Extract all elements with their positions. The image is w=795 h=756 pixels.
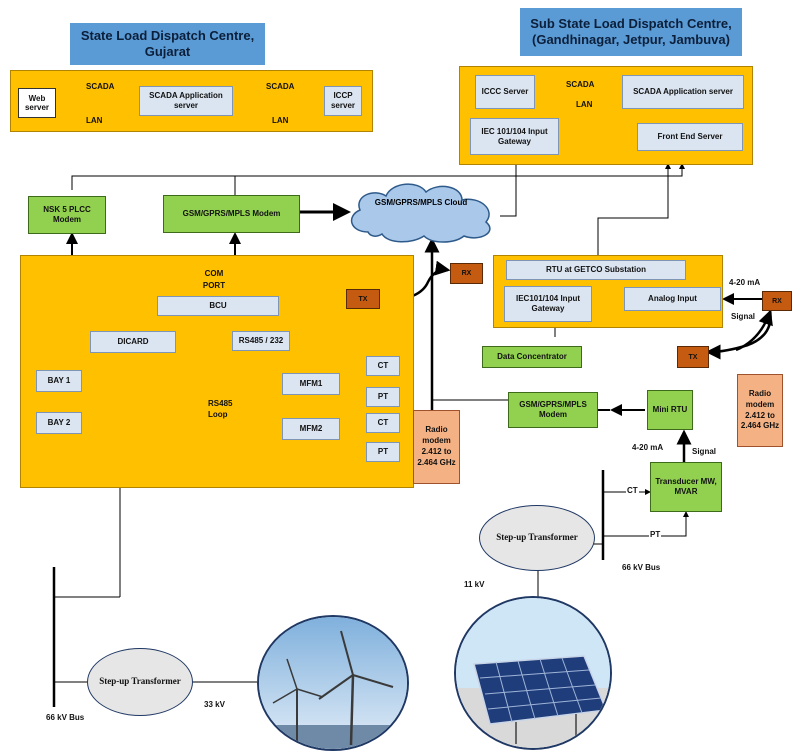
mfm1-box: MFM1 xyxy=(282,373,340,395)
bay2-box: BAY 2 xyxy=(36,412,82,434)
radio-modem-left-box: Radio modem 2.412 to 2.464 GHz xyxy=(413,410,460,484)
data-concentrator-box: Data Concentrator xyxy=(482,346,582,368)
sub-scada-label: SCADA xyxy=(566,80,595,89)
arrow-tx-to-rx-right xyxy=(735,309,773,352)
signal-label-top: Signal xyxy=(731,312,756,321)
cloud-label: GSM/GPRS/MPLS Cloud xyxy=(374,198,468,207)
wind-turbine-graphic xyxy=(259,617,407,749)
ct-box-1: CT xyxy=(366,356,400,376)
cloud-shape xyxy=(350,183,491,243)
gsm-modem-bottom-box: GSM/GPRS/MPLS Modem xyxy=(508,392,598,428)
bay1-box: BAY 1 xyxy=(36,370,82,392)
nsk-plcc-modem-box: NSK 5 PLCC Modem xyxy=(28,196,106,234)
line-rtu-to-fes xyxy=(597,163,671,255)
transducer-box: Transducer MW, MVAR xyxy=(650,462,722,512)
title-sub-sldc: Sub State Load Dispatch Centre, (Gandhin… xyxy=(520,8,742,56)
scada-application-server-box: SCADA Application server xyxy=(139,86,233,116)
sub-lan-label: LAN xyxy=(576,100,593,109)
mini-rtu-box: Mini RTU xyxy=(647,390,693,430)
pt-signal-label: PT xyxy=(649,530,662,539)
ma-label-bottom: 4-20 mA xyxy=(632,443,664,452)
arrow-pt-to-transducer xyxy=(604,511,689,537)
scada-label-1: SCADA xyxy=(86,82,115,91)
front-end-server-box: Front End Server xyxy=(637,123,743,151)
ct-signal-label: CT xyxy=(626,486,639,495)
web-server-box: Web server xyxy=(18,88,56,118)
rs485-loop-label: RS485 Loop xyxy=(208,399,233,420)
line-backbone xyxy=(71,163,685,190)
rtu-title-box: RTU at GETCO Substation xyxy=(506,260,686,280)
lan-label-1: LAN xyxy=(86,116,103,125)
rtu-iec-gateway-box: IEC101/104 Input Gateway xyxy=(504,286,592,322)
stepup-transformer-right: Step-up Transformer xyxy=(479,505,595,571)
rx-box-right: RX xyxy=(762,291,792,311)
tx-box-right: TX xyxy=(677,346,709,368)
bcu-box: BCU xyxy=(157,296,279,316)
wind-turbine-image xyxy=(257,615,409,751)
mfm2-box: MFM2 xyxy=(282,418,340,440)
tx-box-left: TX xyxy=(346,289,380,309)
title-sldc-gujarat: State Load Dispatch Centre, Gujarat xyxy=(70,23,265,65)
bus-66kv-right-label: 66 kV Bus xyxy=(622,563,661,572)
sub-scada-application-server-box: SCADA Application server xyxy=(622,75,744,109)
pt-box-2: PT xyxy=(366,442,400,462)
iccc-server-box: ICCC Server xyxy=(475,75,535,109)
dicard-box: DICARD xyxy=(90,331,176,353)
stepup-transformer-left: Step-up Transformer xyxy=(87,648,193,716)
gsm-modem-top-box: GSM/GPRS/MPLS Modem xyxy=(163,195,300,233)
pt-box-1: PT xyxy=(366,387,400,407)
kv-11-label: 11 kV xyxy=(464,580,485,589)
lan-label-2: LAN xyxy=(272,116,289,125)
solar-panel-graphic xyxy=(456,598,610,748)
line-cloud-to-gateway xyxy=(500,159,519,217)
solar-panel-image xyxy=(454,596,612,750)
com-port-label: COM PORT xyxy=(202,269,226,290)
signal-label-bottom: Signal xyxy=(692,447,717,456)
rx-box-left: RX xyxy=(450,263,483,284)
bus-66kv-left-label: 66 kV Bus xyxy=(46,713,85,722)
radio-modem-right-box: Radio modem 2.412 to 2.464 GHz xyxy=(737,374,783,447)
ma-label-top: 4-20 mA xyxy=(729,278,761,287)
kv-33-label: 33 kV xyxy=(204,700,225,709)
ct-box-2: CT xyxy=(366,413,400,433)
iccp-server-box: ICCP server xyxy=(324,86,362,116)
scada-label-2: SCADA xyxy=(266,82,295,91)
analog-input-box: Analog Input xyxy=(624,287,721,311)
rs485-232-box: RS485 / 232 xyxy=(232,331,290,351)
iec-input-gateway-box: IEC 101/104 Input Gateway xyxy=(470,118,559,155)
line-radio-to-gsm-bottom xyxy=(432,399,511,408)
